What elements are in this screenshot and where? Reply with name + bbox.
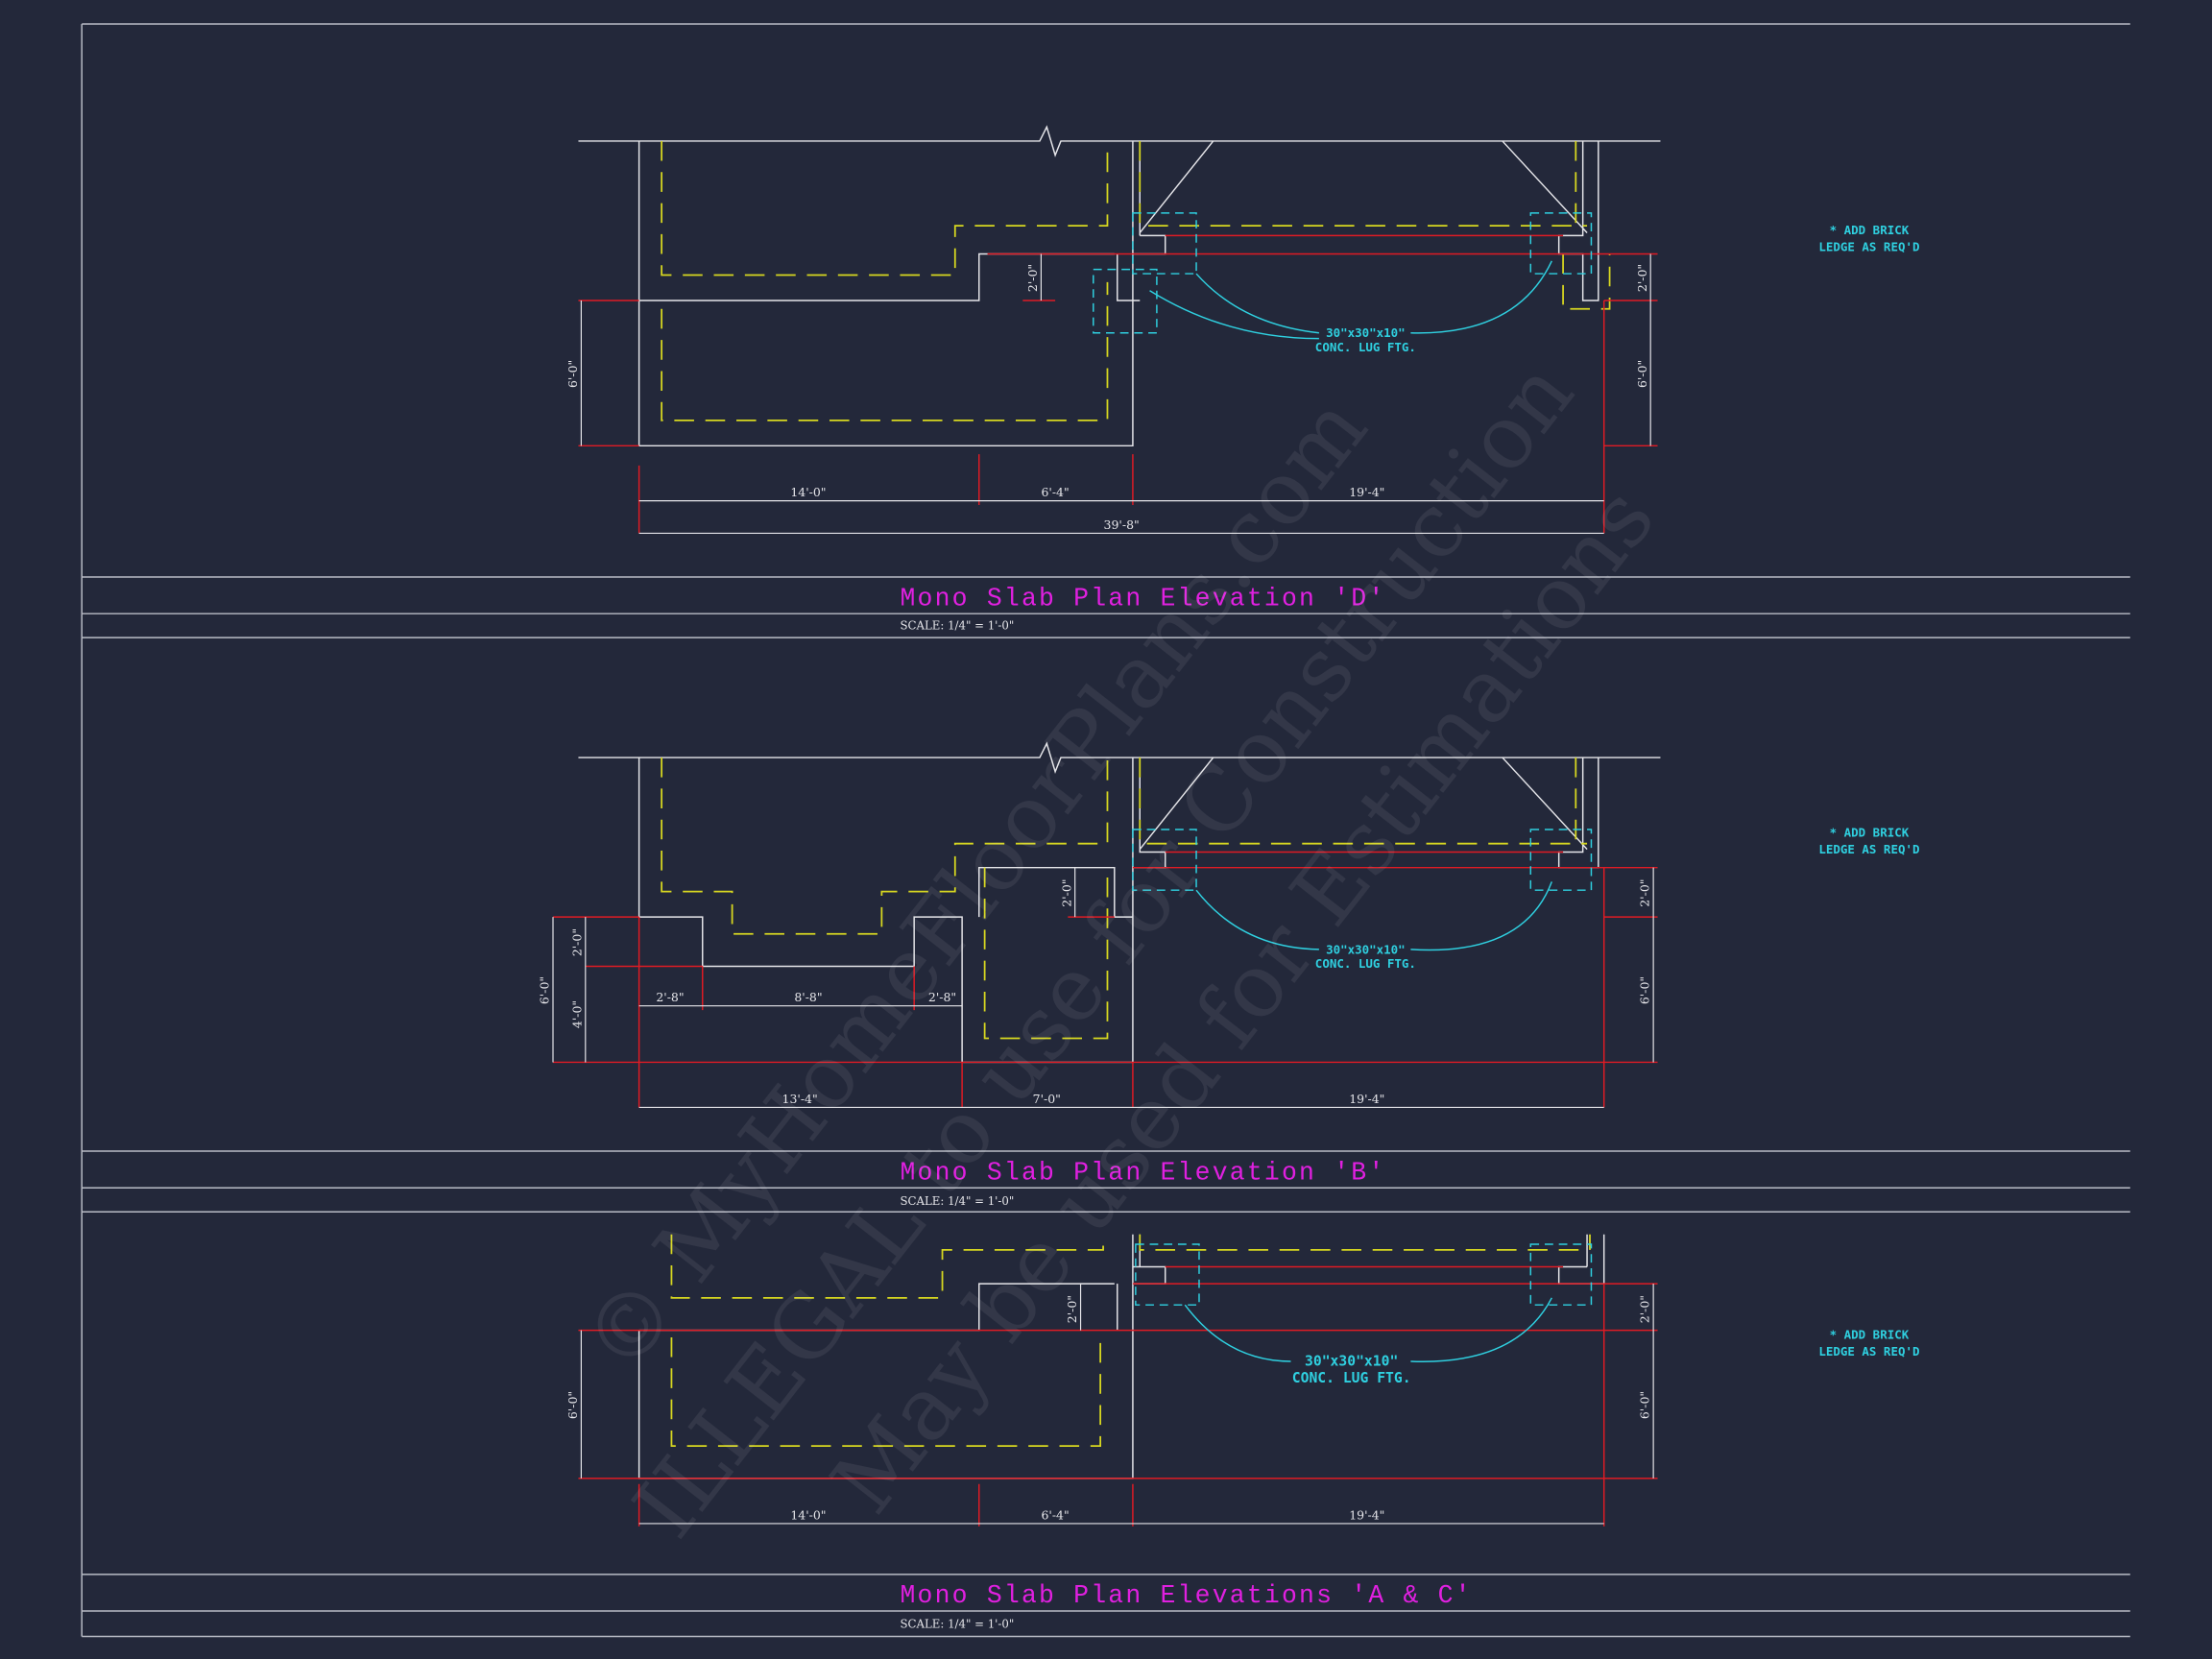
- plan-elevations-a-c: 30"x30"x10" CONC. LUG FTG. 6'-0" 2'-0" 2…: [82, 1234, 2130, 1638]
- plan-title: Mono Slab Plan Elevation 'B': [900, 1158, 1385, 1187]
- brick-ledge-note: * ADD BRICK: [1830, 1327, 1910, 1341]
- title-bar: [82, 1574, 2130, 1638]
- brick-ledge-note: * ADD BRICK: [1830, 825, 1910, 839]
- dim-h3: 19'-4": [1349, 485, 1384, 499]
- dim-h1: 14'-0": [790, 1508, 826, 1523]
- dim-h1: 14'-0": [790, 485, 826, 499]
- plan-scale: SCALE: 1/4" = 1'-0": [900, 618, 1014, 632]
- dim-right-top: 2'-0": [1635, 264, 1649, 292]
- footing-label: 30"x30"x10": [1326, 942, 1406, 956]
- wall-line: [578, 125, 1661, 157]
- plan-elevation-b: 30"x30"x10" CONC. LUG FTG. 6'-0" 2'-0" 4…: [82, 741, 2130, 1213]
- dim-h2: 7'-0": [1033, 1092, 1061, 1106]
- dim-h3: 19'-4": [1349, 1092, 1384, 1106]
- dim-left: 6'-0": [565, 1391, 580, 1419]
- brick-ledge-note: LEDGE AS REQ'D: [1818, 842, 1919, 856]
- leader-arrow: [1195, 881, 1553, 951]
- plan-scale: SCALE: 1/4" = 1'-0": [900, 1618, 1014, 1631]
- dim-bay3: 2'-8": [928, 990, 956, 1004]
- dimension-lines: [580, 1284, 1654, 1525]
- dimension-extension: [578, 234, 1658, 534]
- dim-left: 6'-0": [538, 976, 552, 1004]
- plan-elevation-d: 30"x30"x10" CONC. LUG FTG. 6'-0" 2'-0" 2…: [82, 125, 2130, 638]
- footing-label: 30"x30"x10": [1326, 325, 1406, 340]
- dimension-extension: [578, 1265, 1658, 1527]
- plan-title: Mono Slab Plan Elevations 'A & C': [900, 1581, 1472, 1610]
- slab-outline: [637, 140, 1599, 447]
- footing-label: 30"x30"x10": [1305, 1353, 1398, 1369]
- leader-arrow: [1149, 260, 1552, 340]
- dim-h1: 13'-4": [782, 1092, 818, 1106]
- title-bar: [82, 1150, 2130, 1213]
- brick-ledge-note: LEDGE AS REQ'D: [1818, 240, 1919, 254]
- dim-overall: 39'-8": [1104, 517, 1140, 532]
- hidden-footing: [661, 140, 1611, 421]
- dim-step: 2'-0": [1065, 1295, 1079, 1323]
- dim-left-bottom: 4'-0": [569, 1000, 584, 1028]
- dim-right-top: 2'-0": [1638, 878, 1652, 906]
- dim-left-top: 2'-0": [569, 928, 584, 956]
- dim-bay2: 8'-8": [794, 990, 822, 1004]
- dimension-lines: [580, 253, 1651, 535]
- hidden-footing: [670, 1234, 1591, 1448]
- wall-line: [578, 741, 1661, 774]
- footing-label: CONC. LUG FTG.: [1315, 340, 1416, 354]
- slab-outline: [637, 757, 1599, 1064]
- footing-label: CONC. LUG FTG.: [1292, 1370, 1411, 1386]
- dim-step: 2'-0": [1025, 264, 1040, 292]
- dim-bay1: 2'-8": [656, 990, 684, 1004]
- dim-right-bottom: 6'-0": [1635, 360, 1649, 388]
- plan-title: Mono Slab Plan Elevation 'D': [900, 584, 1385, 613]
- dim-right-bottom: 6'-0": [1638, 1391, 1652, 1419]
- dim-step: 2'-0": [1059, 878, 1073, 906]
- dim-h3: 19'-4": [1349, 1508, 1384, 1523]
- plan-scale: SCALE: 1/4" = 1'-0": [900, 1194, 1014, 1208]
- title-bar: [82, 576, 2130, 638]
- brick-ledge-note: * ADD BRICK: [1830, 223, 1910, 237]
- lug-footing: [1093, 212, 1593, 334]
- watermark-line: © MyHomeFloorPlans.com: [565, 378, 1387, 1391]
- lug-footing: [1135, 1243, 1593, 1306]
- dim-h2: 6'-4": [1041, 1508, 1069, 1523]
- lug-footing: [1132, 829, 1593, 891]
- dim-right-bottom: 6'-0": [1638, 976, 1652, 1004]
- footing-label: CONC. LUG FTG.: [1315, 956, 1416, 971]
- dim-left: 6'-0": [565, 360, 580, 388]
- watermark: © MyHomeFloorPlans.com ILLEGAL to use fo…: [565, 344, 1674, 1556]
- dimension-extension: [553, 851, 1658, 1108]
- leader-arrow: [1184, 1297, 1552, 1362]
- hidden-footing: [661, 757, 1588, 1040]
- dim-h2: 6'-4": [1041, 485, 1069, 499]
- brick-ledge-note: LEDGE AS REQ'D: [1818, 1344, 1919, 1358]
- sheet-frame: [81, 23, 2130, 1637]
- dim-right-top: 2'-0": [1638, 1295, 1652, 1323]
- dimension-lines: [552, 867, 1654, 1109]
